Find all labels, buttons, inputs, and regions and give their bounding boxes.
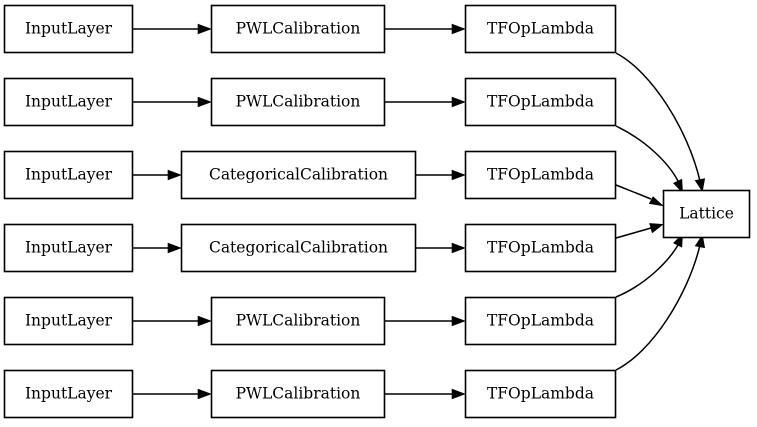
arrowhead-op-to-lattice-3 — [648, 196, 664, 207]
arrowhead-input-to-calibration-4 — [167, 242, 182, 254]
graph-row-4: InputLayer CategoricalCalibration TFOpLa… — [3, 223, 664, 273]
node-input-layer-4-label: InputLayer — [25, 239, 113, 257]
arrowhead-op-to-lattice-1 — [694, 178, 706, 193]
arrowhead-input-to-calibration-2 — [197, 96, 212, 108]
edge-op-to-lattice-1 — [615, 52, 701, 182]
arrowhead-calibration-to-op-2 — [451, 96, 466, 108]
node-op-lambda-4-label: TFOpLambda — [487, 239, 594, 257]
node-op-lambda-5-label: TFOpLambda — [487, 312, 594, 330]
edge-op-to-lattice-5 — [615, 244, 679, 298]
node-op-lambda-1-label: TFOpLambda — [487, 20, 594, 38]
node-op-lambda-4[interactable] — [464, 223, 617, 273]
node-input-layer-6[interactable] — [3, 369, 134, 419]
arrowhead-op-to-lattice-2 — [672, 178, 683, 194]
graph-row-5: InputLayer PWLCalibration TFOpLambda — [3, 233, 683, 346]
node-calibration-6[interactable] — [210, 369, 386, 419]
edge-op-to-lattice-3 — [615, 184, 652, 200]
arrowhead-calibration-to-op-6 — [451, 388, 466, 400]
node-calibration-3[interactable] — [180, 150, 417, 200]
node-calibration-5-label: PWLCalibration — [236, 312, 361, 330]
node-input-layer-5[interactable] — [3, 296, 134, 346]
edge-op-to-lattice-6 — [615, 244, 701, 371]
node-input-layer-1[interactable] — [3, 4, 134, 54]
graph-row-3: InputLayer CategoricalCalibration TFOpLa… — [3, 150, 664, 207]
node-calibration-3-label: CategoricalCalibration — [209, 166, 388, 184]
node-input-layer-5-label: InputLayer — [25, 312, 113, 330]
arrowhead-calibration-to-op-1 — [451, 23, 466, 35]
node-lattice[interactable] — [662, 189, 751, 239]
node-input-layer-2-label: InputLayer — [25, 93, 113, 111]
graph-row-1: InputLayer PWLCalibration TFOpLambda — [3, 4, 706, 193]
node-calibration-4-label: CategoricalCalibration — [209, 239, 388, 257]
arrowhead-input-to-calibration-1 — [197, 23, 212, 35]
node-op-lambda-2-label: TFOpLambda — [487, 93, 594, 111]
arrowhead-input-to-calibration-5 — [197, 315, 212, 327]
node-input-layer-1-label: InputLayer — [25, 20, 113, 38]
node-op-lambda-2[interactable] — [464, 77, 617, 127]
arrowhead-op-to-lattice-4 — [649, 223, 664, 234]
node-input-layer-2[interactable] — [3, 77, 134, 127]
arrowhead-calibration-to-op-5 — [451, 315, 466, 327]
arrowhead-calibration-to-op-4 — [451, 242, 466, 254]
node-op-lambda-6-label: TFOpLambda — [487, 385, 594, 403]
node-input-layer-3[interactable] — [3, 150, 134, 200]
graph-row-2: InputLayer PWLCalibration TFOpLambda — [3, 77, 683, 194]
node-calibration-2-label: PWLCalibration — [236, 93, 361, 111]
node-calibration-6-label: PWLCalibration — [236, 385, 361, 403]
node-op-lambda-5[interactable] — [464, 296, 617, 346]
edge-op-to-lattice-2 — [615, 125, 679, 182]
arrowhead-calibration-to-op-3 — [451, 169, 466, 181]
node-input-layer-4[interactable] — [3, 223, 134, 273]
node-calibration-5[interactable] — [210, 296, 386, 346]
node-op-lambda-1[interactable] — [464, 4, 617, 54]
node-calibration-1-label: PWLCalibration — [236, 20, 361, 38]
node-calibration-2[interactable] — [210, 77, 386, 127]
graph-row-6: InputLayer PWLCalibration TFOpLambda — [3, 234, 706, 419]
node-input-layer-3-label: InputLayer — [25, 166, 113, 184]
output-node-group: Lattice — [662, 189, 751, 239]
node-calibration-4[interactable] — [180, 223, 417, 273]
node-op-lambda-6[interactable] — [464, 369, 617, 419]
node-input-layer-6-label: InputLayer — [25, 385, 113, 403]
edge-op-to-lattice-4 — [615, 227, 652, 239]
node-calibration-1[interactable] — [210, 4, 386, 54]
node-lattice-label: Lattice — [679, 205, 734, 223]
node-op-lambda-3-label: TFOpLambda — [487, 166, 594, 184]
arrowhead-input-to-calibration-3 — [167, 169, 182, 181]
node-op-lambda-3[interactable] — [464, 150, 617, 200]
arrowhead-input-to-calibration-6 — [197, 388, 212, 400]
